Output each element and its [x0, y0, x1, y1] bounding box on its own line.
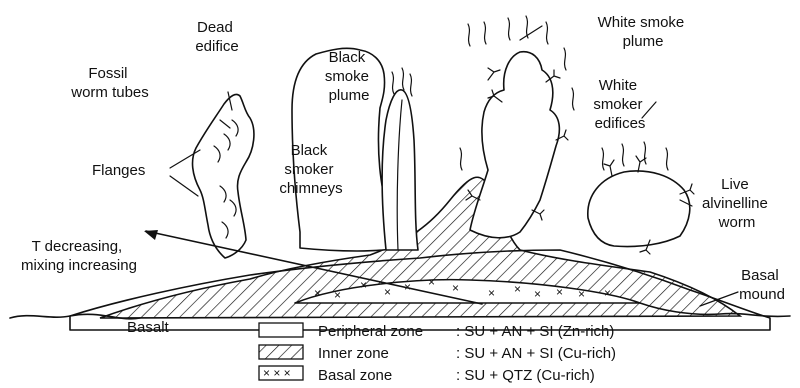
live-alvinelline-dome: [588, 171, 690, 247]
legend-swatch-inner: [259, 345, 303, 359]
legend-comp-inner: : SU + AN + SI (Cu-rich): [456, 345, 616, 362]
svg-text:×: ×: [384, 285, 391, 299]
legend-swatch-peripheral: [259, 323, 303, 337]
t-decreasing-arrowhead: [144, 230, 158, 240]
dead-edifice: [193, 94, 254, 258]
legend-comp-basal: : SU + QTZ (Cu-rich): [456, 367, 595, 384]
label-white-smoke-plume: White smoke plume: [598, 14, 689, 50]
label-flanges: Flanges: [92, 162, 145, 179]
svg-text:×: ×: [452, 281, 459, 295]
svg-text:×: ×: [556, 285, 563, 299]
legend-zone-basal: Basal zone: [318, 367, 392, 384]
label-dead-edifice: Dead edifice: [195, 19, 238, 55]
svg-text:×: ×: [534, 287, 541, 301]
legend-swatch-basal-crosses: × × ×: [263, 366, 291, 380]
svg-text:×: ×: [488, 286, 495, 300]
white-smoker-edifice: [470, 52, 559, 238]
svg-text:×: ×: [360, 278, 367, 292]
label-basal-mound: Basal mound: [739, 267, 785, 303]
label-white-smoker-edifices: White smoker edifices: [593, 77, 646, 132]
legend-comp-peripheral: : SU + AN + SI (Zn-rich): [456, 323, 614, 340]
label-t-decreasing: T decreasing, mixing increasing: [21, 238, 137, 274]
svg-text:×: ×: [604, 286, 611, 300]
white-smoke-wisps-right: [602, 142, 668, 170]
black-smoker-chimney-tall: [382, 90, 418, 250]
label-live-alvinelline-worm: Live alvinelline worm: [702, 176, 772, 231]
legend-zone-peripheral: Peripheral zone: [318, 323, 423, 340]
legend-zone-inner: Inner zone: [318, 345, 389, 362]
label-fossil-worm-tubes: Fossil worm tubes: [70, 65, 149, 101]
svg-text:×: ×: [334, 288, 341, 302]
svg-text:×: ×: [578, 287, 585, 301]
svg-text:×: ×: [514, 282, 521, 296]
svg-text:×: ×: [428, 275, 435, 289]
legend: Peripheral zone : SU + AN + SI (Zn-rich)…: [259, 323, 616, 384]
label-basalt: Basalt: [127, 319, 170, 336]
svg-text:×: ×: [314, 286, 321, 300]
label-black-smoke-plume: Black smoke plume: [325, 49, 373, 104]
